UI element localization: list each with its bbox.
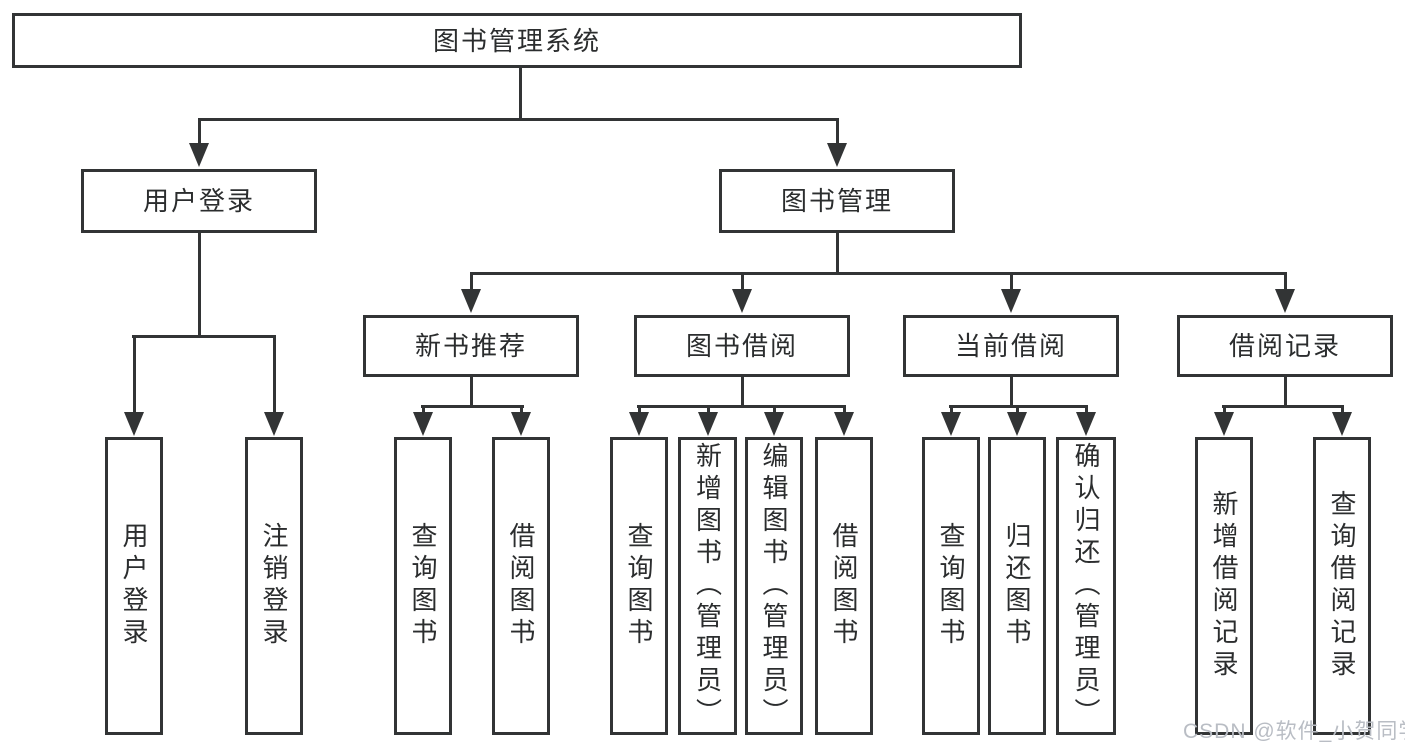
arrowhead-down-icon xyxy=(698,412,718,436)
connector-recommend-split xyxy=(421,405,524,408)
node-leaf-edit-books-admin: 编辑图书（管理员） xyxy=(745,437,803,735)
connector-currentborrow-drop xyxy=(1010,377,1013,408)
node-new-book-recommend: 新书推荐 xyxy=(363,315,579,377)
connector-shaft xyxy=(273,335,276,412)
node-leaf-add-borrow-record: 新增借阅记录 xyxy=(1195,437,1253,735)
connector-userlogin-split xyxy=(132,335,276,338)
arrowhead-down-icon xyxy=(827,143,847,167)
node-user-login: 用户登录 xyxy=(81,169,317,233)
node-leaf-query-borrow-record: 查询借阅记录 xyxy=(1313,437,1371,735)
node-leaf-borrow-books-recommend: 借阅图书 xyxy=(492,437,550,735)
arrowhead-down-icon xyxy=(1332,412,1352,436)
connector-shaft xyxy=(773,405,776,414)
node-borrow-records: 借阅记录 xyxy=(1177,315,1393,377)
connector-shaft xyxy=(1223,405,1226,414)
connector-shaft xyxy=(741,272,744,291)
connector-shaft xyxy=(1016,405,1019,414)
arrowhead-down-icon xyxy=(124,412,144,436)
node-leaf-logout: 注销登录 xyxy=(245,437,303,735)
arrowhead-down-icon xyxy=(189,143,209,167)
connector-shaft xyxy=(1085,405,1088,414)
node-book-management: 图书管理 xyxy=(719,169,955,233)
arrowhead-down-icon xyxy=(264,412,284,436)
arrowhead-down-icon xyxy=(511,412,531,436)
node-leaf-query-books-current: 查询图书 xyxy=(922,437,980,735)
node-leaf-query-books-recommend: 查询图书 xyxy=(394,437,452,735)
node-leaf-borrow-books: 借阅图书 xyxy=(815,437,873,735)
connector-shaft xyxy=(1284,272,1287,291)
watermark: CSDN @软件_小贺同学 xyxy=(1183,720,1405,743)
connector-bookborrow-drop xyxy=(741,377,744,408)
connector-recommend-drop xyxy=(470,377,473,408)
connector-bookborrow-split xyxy=(637,405,846,408)
connector-root-drop xyxy=(519,68,522,121)
node-leaf-return-books: 归还图书 xyxy=(988,437,1046,735)
connector-shaft xyxy=(1010,272,1013,291)
connector-shaft xyxy=(843,405,846,414)
connector-shaft xyxy=(520,405,523,414)
node-leaf-user-login: 用户登录 xyxy=(105,437,163,735)
arrowhead-down-icon xyxy=(1275,289,1295,313)
connector-shaft xyxy=(950,405,953,414)
connector-records-drop xyxy=(1284,377,1287,408)
connector-shaft xyxy=(707,405,710,414)
connector-shaft xyxy=(836,118,839,145)
arrowhead-down-icon xyxy=(1076,412,1096,436)
arrowhead-down-icon xyxy=(461,289,481,313)
arrowhead-down-icon xyxy=(732,289,752,313)
connector-root-split xyxy=(198,118,839,121)
connector-shaft xyxy=(638,405,641,414)
connector-bookmgmt-drop xyxy=(836,233,839,275)
connector-records-split xyxy=(1222,405,1344,408)
node-leaf-confirm-return-admin: 确认归还（管理员） xyxy=(1056,437,1116,735)
arrowhead-down-icon xyxy=(629,412,649,436)
arrowhead-down-icon xyxy=(941,412,961,436)
connector-shaft xyxy=(422,405,425,414)
connector-bookmgmt-split xyxy=(470,272,1287,275)
node-leaf-query-books-borrow: 查询图书 xyxy=(610,437,668,735)
node-current-borrow: 当前借阅 xyxy=(903,315,1119,377)
arrowhead-down-icon xyxy=(834,412,854,436)
arrowhead-down-icon xyxy=(1001,289,1021,313)
connector-shaft xyxy=(1341,405,1344,414)
arrowhead-down-icon xyxy=(1214,412,1234,436)
node-root: 图书管理系统 xyxy=(12,13,1022,68)
connector-shaft xyxy=(133,335,136,412)
arrowhead-down-icon xyxy=(1007,412,1027,436)
arrowhead-down-icon xyxy=(764,412,784,436)
connector-shaft xyxy=(198,118,201,145)
node-leaf-add-books-admin: 新增图书（管理员） xyxy=(678,437,737,735)
node-book-borrow: 图书借阅 xyxy=(634,315,850,377)
connector-shaft xyxy=(470,272,473,291)
arrowhead-down-icon xyxy=(413,412,433,436)
connector-userlogin-drop xyxy=(198,233,201,338)
